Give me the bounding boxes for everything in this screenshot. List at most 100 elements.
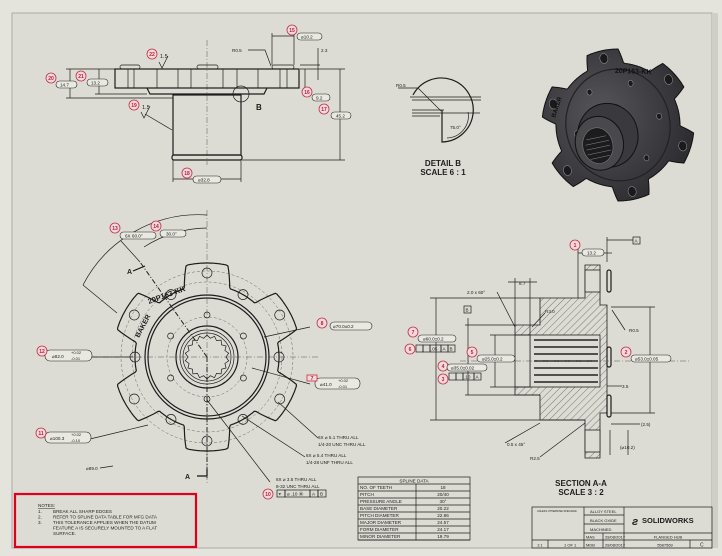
balloon-15: 15	[286, 24, 298, 36]
dim-dia-82: ⌀82.0	[52, 354, 64, 359]
svg-text:.10: .10	[464, 375, 471, 380]
balloon-12: 12	[36, 345, 48, 357]
hole-note-1b: 1/4-20 UNC THRU ALL	[318, 442, 366, 447]
surface-finish-symbol-hub: 1.5	[140, 105, 151, 119]
lobe-hole	[128, 393, 140, 405]
spline-value: 19.79	[437, 534, 449, 539]
hole-note-3a: 6X ⌀ 3.5 THRU ALL	[276, 477, 317, 482]
dim-chamfer-0-5: 0.5 x 45°	[507, 442, 525, 447]
balloon-7-section: 7	[407, 326, 419, 338]
svg-text:A: A	[443, 347, 447, 352]
svg-text:THIS TOLERANCE APPLIES WHEN TH: THIS TOLERANCE APPLIES WHEN THE DATUM	[53, 520, 156, 525]
svg-text:11: 11	[38, 431, 44, 437]
svg-text:15: 15	[289, 28, 295, 34]
dim-14-7: 14.7	[60, 83, 69, 88]
render-engraving-part: 20P163-KK	[615, 68, 652, 76]
svg-text:3.: 3.	[38, 520, 42, 525]
balloon-14: 14	[150, 220, 162, 232]
dim-dia-41: ⌀41.0	[320, 382, 332, 387]
dim-dia-32-8: ⌀32.8	[198, 178, 210, 183]
svg-text:1: 1	[574, 243, 577, 249]
svg-text:+0.02: +0.02	[338, 378, 349, 383]
part-3d-render: 20P163-KK BAKER	[541, 48, 695, 202]
drawn-date: 28/08/2017	[605, 535, 626, 540]
detail-b-view: R0.5 75.0° DETAIL B SCALE 6 : 1	[396, 77, 481, 177]
svg-text:17: 17	[321, 107, 327, 113]
title-block: UNLESS OTHERWISE SPECIFIED ALLOY STEEL B…	[531, 506, 713, 549]
note-item: SURFACE.	[53, 531, 76, 536]
spline-value: 20/40	[437, 492, 449, 497]
section-arrow-bottom: A	[185, 469, 208, 481]
svg-text:REFER TO SPLINE DATA TABLE FOR: REFER TO SPLINE DATA TABLE FOR MFG DATA	[53, 515, 158, 520]
section-arrow-top: A	[127, 265, 146, 276]
svg-text:2: 2	[625, 350, 628, 356]
svg-text:B: B	[450, 347, 453, 352]
svg-text:8: 8	[321, 321, 324, 327]
lobe-hole	[201, 435, 213, 447]
note-item: 2.REFER TO SPLINE DATA TABLE FOR MFG DAT…	[38, 515, 158, 520]
top-view: B 1.5 1.5 R0.5 ⌀10.2 2.3 14.7 13.2 9.2 4…	[45, 24, 352, 184]
hole-note-2a: 6X ⌀ 5.4 THRU ALL	[306, 453, 347, 458]
solidworks-logo: ƨ SOLIDWORKS	[632, 516, 694, 528]
balloon-13: 13	[109, 222, 121, 234]
svg-text:SOLIDWORKS: SOLIDWORKS	[642, 516, 694, 525]
svg-text:5: 5	[471, 350, 474, 356]
highlight-box	[13, 492, 198, 549]
svg-text:14: 14	[153, 224, 159, 230]
spline-param: BASE DIAMETER	[360, 506, 398, 511]
small-hole	[240, 374, 247, 382]
svg-text:1.5: 1.5	[160, 54, 168, 60]
checked-by: MDB	[586, 543, 595, 548]
balloon-6: 6	[404, 343, 416, 355]
surface-finish-symbol: 1.5	[158, 54, 169, 69]
dim-13-2: 13.2	[91, 81, 100, 86]
sheet: 1 OF 1	[564, 543, 577, 548]
checked-date: 28/08/2017	[605, 543, 626, 548]
svg-text:B: B	[320, 492, 323, 497]
svg-text:+0.02: +0.02	[71, 350, 82, 355]
svg-text:16: 16	[304, 90, 310, 96]
dim-dia-35: ⌀35.0±0.02	[451, 366, 475, 371]
dim-9-2: 9.2	[316, 96, 323, 101]
balloon-8: 8	[316, 317, 328, 329]
spline-param: MINOR DIAMETER	[360, 534, 401, 539]
svg-text:⌖: ⌖	[279, 492, 282, 497]
section-title: SECTION A-A	[555, 479, 607, 488]
dim-13-2-section: 13.2	[587, 251, 596, 256]
small-hole	[167, 332, 174, 340]
lobe-hole	[128, 309, 140, 321]
svg-text:13: 13	[112, 226, 118, 232]
balloon-7: 7	[306, 374, 318, 382]
svg-text:1.5: 1.5	[142, 105, 150, 111]
svg-text:.05: .05	[431, 347, 438, 352]
scale: 1:1	[537, 543, 543, 548]
detail-b-ref: B	[256, 103, 262, 112]
dim-chamfer-2-60: 2.0 x 60°	[467, 290, 485, 295]
front-view: 20P163-KK BAKER A A 6X 60.0° 30.0° ⌀70.0…	[35, 210, 373, 500]
svg-text:7: 7	[412, 330, 415, 336]
process: MACHINED	[590, 527, 611, 532]
balloon-16: 16	[301, 86, 313, 98]
drawing-title: FLANGED HUB	[654, 535, 683, 540]
svg-text:7: 7	[311, 376, 314, 382]
note-item: FEATURE A IS SECURELY MOUNTED TO A FLAT	[53, 526, 157, 531]
dim-3-5: 3.5	[622, 384, 629, 389]
dim-r2-5: R2.5	[530, 456, 540, 461]
balloon-17: 17	[318, 103, 330, 115]
dim-dia-70: ⌀70.0±0.2	[333, 324, 354, 329]
balloon-19: 19	[128, 99, 140, 111]
balloon-5: 5	[466, 346, 478, 358]
revision: C	[700, 543, 704, 549]
spline-param: MAJOR DIAMETER	[360, 520, 402, 525]
svg-text:BREAK ALL SHARP EDGES: BREAK ALL SHARP EDGES	[53, 509, 112, 514]
hole-note-2b: 1/4-28 UNF THRU ALL	[306, 460, 353, 465]
svg-text:-0.01: -0.01	[338, 384, 348, 389]
dim-2-3: 2.3	[321, 48, 328, 53]
